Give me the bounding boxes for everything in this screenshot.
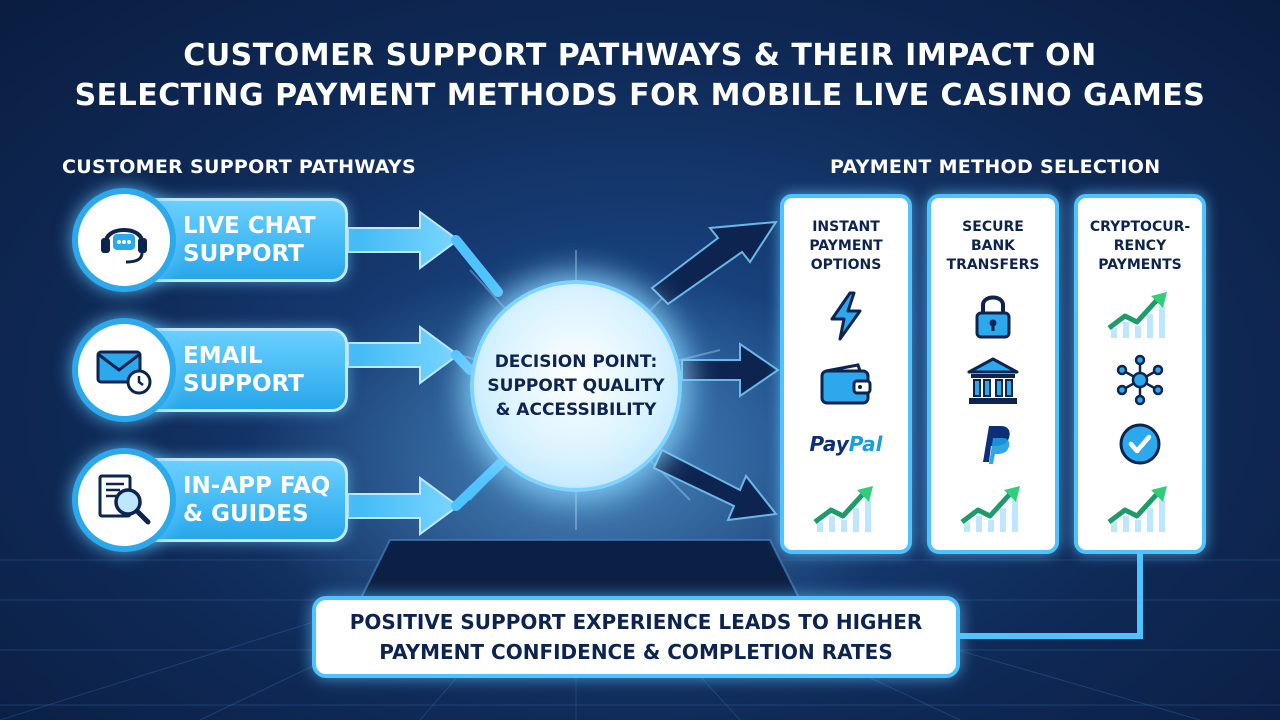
trend-up-icon xyxy=(806,480,886,536)
document-magnifier-icon xyxy=(98,474,151,525)
arrow-to-instant xyxy=(650,220,778,306)
footer-conclusion-box: POSITIVE SUPPORT EXPERIENCE LEADS TO HIG… xyxy=(312,596,960,678)
decision-line-3: & ACCESSIBILITY xyxy=(495,400,657,420)
title-line-2: SELECTING PAYMENT METHODS FOR MOBILE LIV… xyxy=(74,78,1206,113)
envelope-clock-icon xyxy=(96,350,152,395)
arrow-to-bank xyxy=(681,342,780,398)
title-line-1: CUSTOMER SUPPORT PATHWAYS & THEIR IMPACT… xyxy=(183,38,1097,73)
trend-up-icon xyxy=(1100,286,1180,342)
arrow-to-crypto xyxy=(652,448,778,522)
decision-point-circle: DECISION POINT: SUPPORT QUALITY & ACCESS… xyxy=(470,280,682,492)
pathway-label: EMAIL SUPPORT xyxy=(183,343,304,397)
check-circle-icon xyxy=(1100,416,1180,472)
pathway-icon-circle xyxy=(72,318,176,422)
page-title: CUSTOMER SUPPORT PATHWAYS & THEIR IMPACT… xyxy=(0,36,1280,116)
card-title: SECURE BANK TRANSFERS xyxy=(946,219,1040,273)
card-cryptocurrency: CRYPTOCUR- RENCY PAYMENTS xyxy=(1074,194,1206,554)
wallet-icon xyxy=(806,356,886,412)
paypal-wordmark: PayPal xyxy=(809,432,882,456)
card-title: CRYPTOCUR- RENCY PAYMENTS xyxy=(1089,219,1191,273)
padlock-icon xyxy=(953,288,1033,344)
card-bank-transfer: SECURE BANK TRANSFERS xyxy=(927,194,1059,554)
lightning-icon xyxy=(806,288,886,344)
headset-chat-icon xyxy=(101,228,147,264)
trend-up-icon xyxy=(953,480,1033,536)
arrow-faq xyxy=(347,476,460,536)
card-instant-payment: INSTANT PAYMENT OPTIONS PayPal xyxy=(780,194,912,554)
connector-line xyxy=(960,554,1143,639)
card-title: INSTANT PAYMENT OPTIONS xyxy=(809,219,883,273)
paypal-wordmark-pal: Pal xyxy=(848,432,883,456)
paypal-p-logo xyxy=(953,416,1033,472)
pathway-icon-circle xyxy=(72,188,176,292)
pathway-label: LIVE CHAT SUPPORT xyxy=(183,213,316,267)
pathway-label: IN-APP FAQ & GUIDES xyxy=(183,473,331,527)
footer-text: POSITIVE SUPPORT EXPERIENCE LEADS TO HIG… xyxy=(349,610,923,664)
paypal-wordmark-pay: Pay xyxy=(809,432,849,456)
network-nodes-icon xyxy=(1100,352,1180,408)
arrow-email xyxy=(347,325,460,385)
arrow-live-chat xyxy=(347,210,460,270)
decision-line-2: SUPPORT QUALITY xyxy=(487,376,665,396)
pathway-icon-circle xyxy=(72,448,176,552)
trend-up-icon xyxy=(1100,480,1180,536)
decision-line-1: DECISION POINT: xyxy=(494,352,658,372)
paypal-logo: PayPal xyxy=(806,416,886,472)
right-section-label: PAYMENT METHOD SELECTION xyxy=(830,156,1161,178)
bank-icon xyxy=(953,354,1033,410)
left-section-label: CUSTOMER SUPPORT PATHWAYS xyxy=(62,156,416,178)
